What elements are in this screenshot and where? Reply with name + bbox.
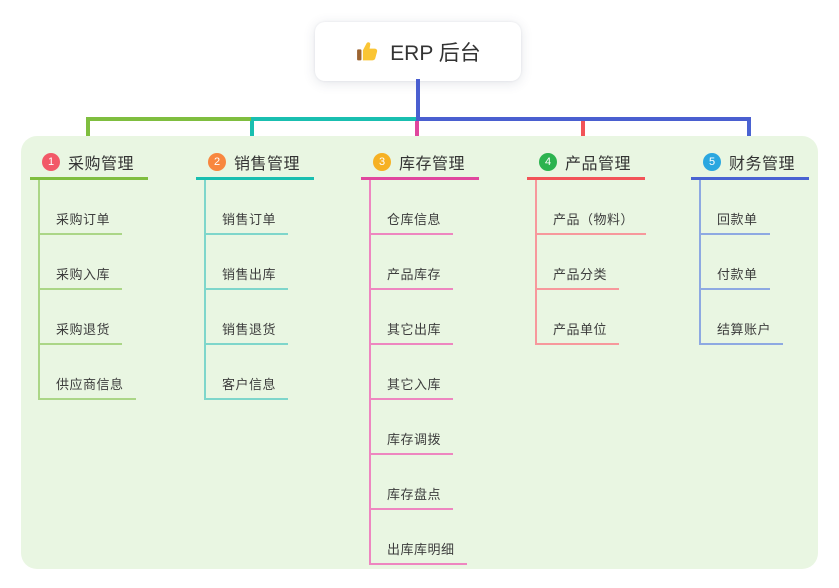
branch-label: 库存管理 — [399, 155, 466, 173]
branch-number-badge: 3 — [373, 152, 391, 171]
child-label: 采购订单 — [38, 209, 123, 235]
connector-drop-3 — [415, 121, 419, 148]
branch-label: 财务管理 — [729, 155, 796, 173]
branch-sales: 2 销售管理 销售订单 销售出库 销售退货 客户信息 — [196, 146, 346, 400]
branch-number-badge: 1 — [42, 152, 60, 171]
child-label: 产品（物料） — [535, 209, 647, 235]
child-label: 出库库明细 — [369, 539, 467, 565]
child-node[interactable]: 采购退货 — [38, 290, 180, 345]
branches-panel — [21, 136, 818, 569]
child-node[interactable]: 供应商信息 — [38, 345, 180, 400]
child-node[interactable]: 销售订单 — [204, 180, 346, 235]
branch-children: 产品（物料） 产品分类 产品单位 — [535, 180, 677, 345]
child-label: 其它出库 — [369, 319, 454, 345]
connector-drop-2 — [250, 121, 254, 148]
child-label: 客户信息 — [204, 374, 289, 400]
branch-number-badge: 2 — [208, 152, 226, 171]
child-label: 结算账户 — [699, 319, 784, 345]
thumbs-up-icon — [357, 42, 378, 61]
branch-number-badge: 4 — [539, 152, 557, 171]
child-node[interactable]: 销售退货 — [204, 290, 346, 345]
branch-label: 产品管理 — [565, 155, 632, 173]
child-label: 仓库信息 — [369, 209, 454, 235]
child-node[interactable]: 客户信息 — [204, 345, 346, 400]
child-label: 产品库存 — [369, 264, 454, 290]
connector-drop-1 — [86, 121, 90, 148]
child-label: 销售订单 — [204, 209, 289, 235]
branch-node[interactable]: 1 采购管理 — [30, 146, 180, 177]
child-node[interactable]: 产品分类 — [535, 235, 677, 290]
child-node[interactable]: 库存调拨 — [369, 400, 511, 455]
branch-node[interactable]: 5 财务管理 — [691, 146, 839, 177]
child-node[interactable]: 结算账户 — [699, 290, 839, 345]
child-node[interactable]: 采购订单 — [38, 180, 180, 235]
branch-label: 采购管理 — [68, 155, 135, 173]
child-node[interactable]: 产品库存 — [369, 235, 511, 290]
child-node[interactable]: 出库库明细 — [369, 510, 511, 565]
branch-children: 仓库信息 产品库存 其它出库 其它入库 库存调拨 库存盘点 出库库明细 — [369, 180, 511, 565]
child-label: 回款单 — [699, 209, 770, 235]
child-node[interactable]: 产品单位 — [535, 290, 677, 345]
branch-node[interactable]: 4 产品管理 — [527, 146, 677, 177]
connector-bus-segment-3 — [416, 117, 751, 121]
connector-bus-segment-1 — [86, 117, 253, 121]
child-node[interactable]: 付款单 — [699, 235, 839, 290]
child-node[interactable]: 仓库信息 — [369, 180, 511, 235]
branch-underline — [361, 177, 479, 180]
root-node[interactable]: ERP 后台 — [315, 22, 521, 81]
child-node[interactable]: 其它入库 — [369, 345, 511, 400]
child-label: 付款单 — [699, 264, 770, 290]
child-label: 采购退货 — [38, 319, 123, 345]
branch-node[interactable]: 2 销售管理 — [196, 146, 346, 177]
branch-procurement: 1 采购管理 采购订单 采购入库 采购退货 供应商信息 — [30, 146, 180, 400]
child-label: 库存调拨 — [369, 429, 454, 455]
root-label: ERP 后台 — [390, 41, 481, 65]
branch-children: 回款单 付款单 结算账户 — [699, 180, 839, 345]
branch-number-badge: 5 — [703, 152, 721, 171]
branch-product: 4 产品管理 产品（物料） 产品分类 产品单位 — [527, 146, 677, 345]
branch-children: 销售订单 销售出库 销售退货 客户信息 — [204, 180, 346, 400]
child-node[interactable]: 其它出库 — [369, 290, 511, 345]
child-label: 供应商信息 — [38, 374, 136, 400]
branch-inventory: 3 库存管理 仓库信息 产品库存 其它出库 其它入库 库存调拨 库存盘点 出库库… — [361, 146, 511, 565]
child-node[interactable]: 销售出库 — [204, 235, 346, 290]
branch-underline — [30, 177, 148, 180]
branch-underline — [527, 177, 645, 180]
connector-drop-4 — [581, 121, 585, 148]
child-label: 库存盘点 — [369, 484, 454, 510]
connector-root-line — [416, 79, 420, 119]
branch-children: 采购订单 采购入库 采购退货 供应商信息 — [38, 180, 180, 400]
child-node[interactable]: 回款单 — [699, 180, 839, 235]
connector-drop-5 — [747, 121, 751, 148]
branch-node[interactable]: 3 库存管理 — [361, 146, 511, 177]
child-label: 采购入库 — [38, 264, 123, 290]
child-node[interactable]: 采购入库 — [38, 235, 180, 290]
child-node[interactable]: 产品（物料） — [535, 180, 677, 235]
child-node[interactable]: 库存盘点 — [369, 455, 511, 510]
branch-label: 销售管理 — [234, 155, 301, 173]
child-label: 其它入库 — [369, 374, 454, 400]
child-label: 销售退货 — [204, 319, 289, 345]
connector-bus-segment-2 — [251, 117, 420, 121]
child-label: 产品单位 — [535, 319, 620, 345]
branch-finance: 5 财务管理 回款单 付款单 结算账户 — [691, 146, 839, 345]
branch-underline — [691, 177, 809, 180]
child-label: 销售出库 — [204, 264, 289, 290]
branch-underline — [196, 177, 314, 180]
child-label: 产品分类 — [535, 264, 620, 290]
